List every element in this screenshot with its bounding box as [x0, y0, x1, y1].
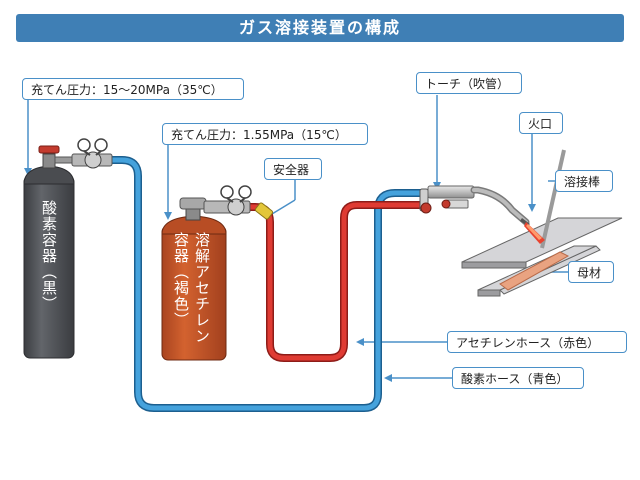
oxygen-hose-label: 酸素ホース（青色） [452, 367, 584, 389]
safety-device-label: 安全器 [264, 158, 322, 180]
welding-rod-label: 溶接棒 [555, 170, 613, 192]
acetylene-cylinder-label-1: 溶解アセチレン [193, 232, 211, 344]
welding-rod [540, 149, 566, 249]
flame [524, 222, 545, 244]
oxygen-cylinder [23, 145, 75, 359]
torch-label: トーチ（吹管） [416, 72, 522, 94]
acetylene-pressure-label: 充てん圧力：1.55MPa（15℃） [162, 123, 368, 145]
title-bar: ガス溶接装置の構成 [16, 14, 624, 42]
acetylene-hose [206, 201, 424, 362]
base-metal [461, 217, 623, 297]
base-metal-label: 母材 [568, 261, 614, 283]
acetylene-hose-label: アセチレンホース（赤色） [447, 331, 627, 353]
oxygen-cylinder-label: 酸素容器（黒） [40, 200, 58, 312]
safety-device [254, 202, 274, 220]
oxygen-regulator [71, 138, 113, 169]
acetylene-cylinder [161, 197, 227, 361]
oxygen-pressure-label: 充てん圧力：15〜20MPa（35℃） [22, 78, 244, 100]
acetylene-cylinder-label-2: 容器（褐色） [172, 232, 190, 328]
acetylene-regulator [203, 185, 252, 216]
diagram-title: ガス溶接装置の構成 [238, 18, 401, 37]
flame-label: 火口 [519, 112, 563, 134]
torch [419, 185, 530, 226]
